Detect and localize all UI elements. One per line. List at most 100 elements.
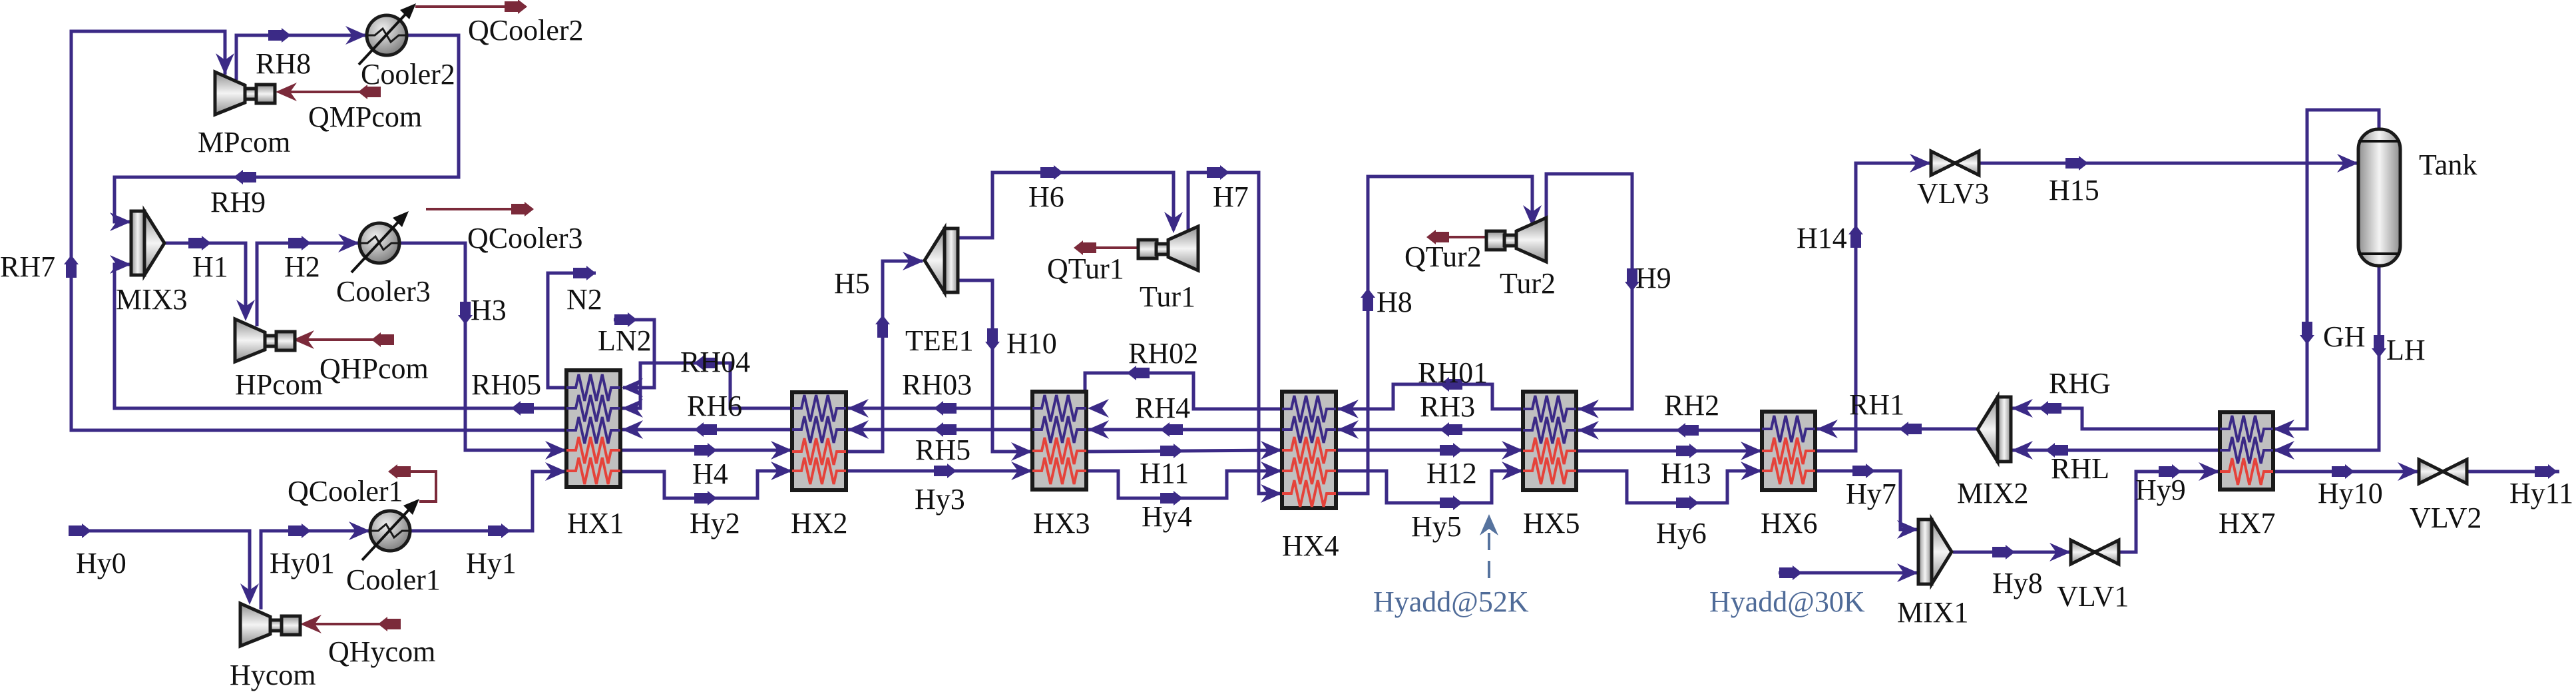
energy-QCooler3-marker [511, 202, 534, 216]
stream-RH8 [234, 33, 367, 80]
label-QHPcom: QHPcom [320, 352, 429, 385]
label-VLV1: VLV1 [2057, 580, 2129, 613]
turbine-shaft [1502, 233, 1518, 248]
valve-left-half [2417, 456, 2447, 487]
arrowhead [2012, 399, 2033, 418]
arrowhead [1261, 484, 1282, 503]
arrowhead [2012, 441, 2033, 460]
label-VLV2: VLV2 [2410, 502, 2481, 534]
label-VLV3: VLV3 [1917, 177, 1989, 210]
flow-direction-marker [1040, 165, 1063, 180]
flow-direction-marker [1127, 366, 1150, 380]
energy-QHycom-arrowhead [300, 615, 322, 633]
cooler-diagonal [361, 503, 415, 561]
arrowhead [771, 462, 792, 480]
flow-direction-marker [2372, 335, 2386, 358]
arrowhead [545, 441, 566, 460]
cooler-arrow-tip [403, 499, 419, 515]
label-Tur1: Tur1 [1140, 280, 1195, 313]
equipment-MPcom [213, 69, 277, 117]
arrowhead [1817, 420, 1838, 438]
label-H2: H2 [284, 250, 320, 283]
label-HPcom: HPcom [235, 368, 323, 401]
equipment-MIX3 [129, 205, 166, 281]
label-H9: H9 [1635, 262, 1671, 294]
hot-stream-coil [1523, 457, 1576, 485]
label-MIX3: MIX3 [116, 283, 188, 316]
equipment-MIX1 [1916, 514, 1954, 590]
equipment-VLV1 [2069, 537, 2121, 567]
hyadd52k-arrowhead [1480, 514, 1498, 535]
cooler-diagonal [357, 7, 412, 66]
arrowhead [1337, 400, 1359, 418]
compressor-motor [274, 330, 297, 352]
label-Hy01: Hy01 [270, 547, 335, 579]
arrowhead [349, 521, 370, 540]
cold-stream-coil [792, 416, 846, 444]
cold-stream-coil [792, 394, 846, 422]
hot-stream-coil [566, 436, 620, 464]
equipment-Tank [2356, 127, 2402, 268]
label-HX7: HX7 [2219, 507, 2276, 539]
compressor-body [238, 601, 272, 649]
arrowhead [236, 300, 255, 321]
flow-direction-marker [1676, 496, 1699, 510]
stream-H3 [399, 241, 566, 452]
equipment-VLV2 [2417, 456, 2469, 487]
label-H8: H8 [1377, 286, 1412, 318]
label-H1: H1 [192, 250, 228, 283]
hot-stream-coil [1282, 457, 1336, 485]
stream-Hy0 [73, 529, 252, 599]
equipment-HX4 [1280, 390, 1338, 510]
flow-direction-marker [2065, 156, 2088, 171]
hot-stream-coil [2220, 458, 2273, 486]
arrowhead [2049, 543, 2071, 561]
equipment-Cooler1 [361, 499, 419, 561]
arrowhead [771, 441, 792, 460]
arrowhead [2273, 420, 2294, 438]
label-GH: GH [2323, 320, 2366, 353]
hot-stream-coil [792, 438, 846, 466]
arrowhead [1523, 205, 1542, 226]
flow-direction-marker [1160, 444, 1183, 458]
label-Cooler1: Cooler1 [346, 563, 441, 596]
label-HX4: HX4 [1282, 529, 1339, 562]
arrowhead [622, 378, 643, 397]
cooler-diagonal [350, 215, 405, 274]
arrowhead [1088, 420, 1109, 439]
arrowhead [2398, 462, 2419, 481]
mixer-cone [1930, 514, 1954, 590]
flow-direction-marker [1625, 268, 1639, 291]
label-MPcom: MPcom [198, 126, 290, 159]
hot-stream-coil [1762, 457, 1815, 485]
label-H6: H6 [1028, 180, 1064, 213]
flow-direction-marker [1899, 422, 1922, 436]
energy-QTur1-marker [1074, 240, 1096, 255]
label-QCooler3: QCooler3 [467, 222, 583, 254]
arrowhead [1502, 441, 1523, 460]
label-H3: H3 [471, 294, 507, 326]
energy-QTur2-marker [1426, 230, 1449, 244]
cold-stream-coil [566, 416, 620, 444]
stream-GH [2273, 108, 2381, 431]
label-QCooler2: QCooler2 [468, 14, 584, 47]
label-TEE1: TEE1 [905, 324, 974, 357]
equipment-layer [129, 3, 2469, 649]
arrowhead [622, 420, 643, 439]
flow-direction-marker [1160, 422, 1183, 437]
arrowhead [110, 212, 131, 231]
label-H14: H14 [1797, 222, 1847, 254]
equipment-Cooler3 [350, 211, 409, 274]
cold-stream-coil [1282, 416, 1336, 444]
label-QHycom: QHycom [328, 635, 435, 668]
flow-direction-marker [2159, 464, 2181, 479]
label-Hy8: Hy8 [1992, 567, 2043, 599]
compressor-body [233, 316, 267, 364]
label-QTur1: QTur1 [1047, 252, 1124, 285]
label-RHL: RHL [2051, 452, 2109, 485]
equipment-Cooler2 [357, 3, 416, 66]
flow-direction-marker [64, 255, 79, 278]
cold-stream-coil [1032, 394, 1086, 422]
flow-direction-marker [2300, 322, 2314, 344]
mixer-cone [923, 222, 947, 298]
